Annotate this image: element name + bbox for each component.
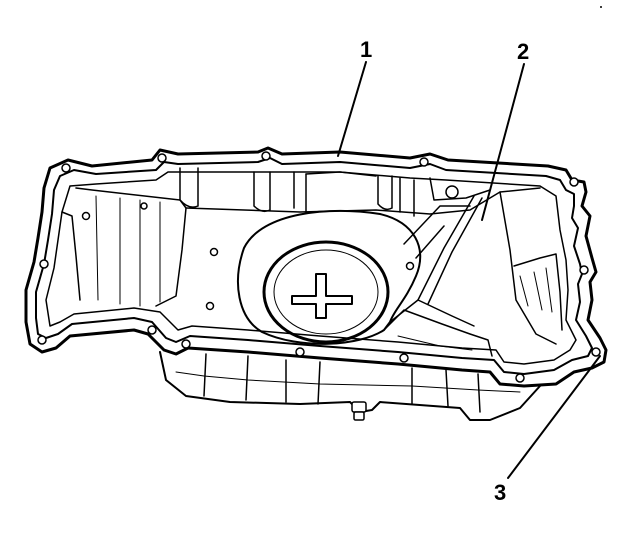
rear-wall-ribs [179, 167, 415, 217]
callout-3: 3 [494, 480, 506, 505]
pan-opening-edge [45, 171, 577, 365]
flange-bolt-holes [37, 151, 601, 383]
leader-line-1 [337, 61, 367, 157]
right-wall-boss [445, 185, 459, 199]
drain-plug [351, 401, 367, 421]
diagonal-rib [417, 195, 475, 301]
sump-channel-edge [389, 299, 475, 327]
pickup-opening-inner [273, 249, 379, 335]
left-shelf-lines [95, 195, 161, 307]
right-wall-top [429, 177, 491, 201]
left-wall [75, 187, 187, 307]
pan-lower-detail [175, 371, 521, 393]
pickup-boss-outer [237, 209, 422, 345]
pickup-cross-baffle [291, 273, 353, 319]
leader-line-3 [507, 355, 601, 479]
leader-line-2 [481, 63, 525, 221]
right-pocket-hatch [519, 267, 553, 313]
right-pocket-wall-2 [513, 253, 563, 331]
rib-to-boss [403, 205, 471, 259]
callout-2: 2 [517, 39, 529, 64]
gasket-flange-outer [24, 146, 608, 388]
left-wall-face [61, 211, 81, 301]
callout-1: 1 [360, 37, 372, 62]
pan-lower-body [159, 351, 541, 421]
floor-holes [81, 202, 415, 311]
gasket-flange-inner [35, 157, 593, 375]
pickup-opening-outer [262, 240, 390, 344]
right-pocket-wall [499, 191, 557, 345]
diagonal-rib-2 [427, 197, 483, 305]
sump-channel-shadow [397, 335, 473, 351]
